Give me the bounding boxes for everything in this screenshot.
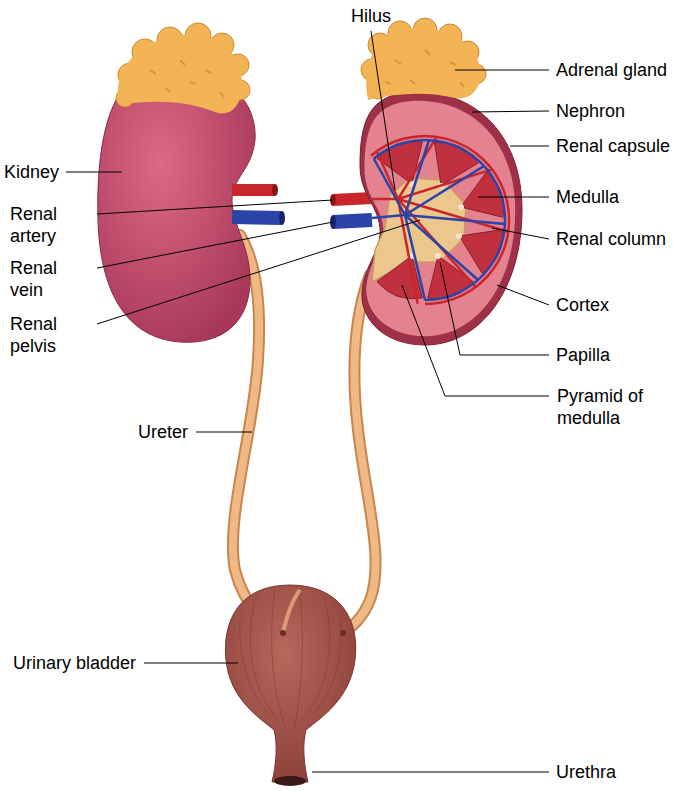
adrenal-texture: [150, 60, 224, 97]
renal-vein: [232, 217, 282, 218]
part-label: Renal capsule: [556, 135, 681, 157]
leader-line: [97, 200, 333, 214]
leader-line: [478, 197, 549, 198]
part-label: Nephron: [556, 100, 681, 122]
ureter-opening: [280, 630, 286, 636]
leader-line: [196, 432, 252, 433]
vessel-end: [279, 211, 285, 225]
leader-line: [402, 285, 549, 396]
adrenal-body: [366, 28, 480, 100]
leader-line: [97, 222, 333, 268]
renal-artery: [333, 198, 372, 200]
part-label: Cortex: [556, 294, 681, 316]
leader-line: [455, 70, 549, 71]
medulla-pyramids: [377, 141, 504, 299]
renal-artery: [232, 184, 275, 196]
part-label: Medulla: [556, 186, 681, 208]
renal-vessel-tree: [371, 136, 509, 304]
part-label: Renal vein: [10, 257, 80, 301]
papilla-tip: [435, 253, 441, 259]
leader-line: [497, 285, 549, 305]
part-label: Hilus: [331, 5, 411, 27]
part-label: Kidney: [4, 161, 74, 183]
part-label: Renal pelvis: [10, 313, 80, 357]
leader-line: [440, 262, 549, 355]
part-label: Urethra: [556, 761, 681, 783]
ureter-opening: [340, 630, 346, 636]
leader-line: [472, 111, 549, 112]
ureter-tube: [283, 590, 300, 633]
renal-vein: [333, 220, 372, 222]
adrenal-body: [118, 35, 242, 114]
artery-branches: [371, 136, 509, 304]
bladder-striation: [240, 590, 341, 730]
part-label: Urinary bladder: [13, 652, 143, 674]
leader-line: [492, 228, 549, 239]
part-label: Ureter: [138, 421, 208, 443]
part-label: Pyramid of medulla: [557, 385, 657, 429]
leader-line: [144, 663, 238, 664]
adrenal-texture: [385, 50, 464, 87]
leader-line: [312, 772, 549, 773]
adrenal-gland: [116, 23, 250, 113]
part-label: Renal column: [556, 228, 681, 250]
part-label: Renal artery: [10, 203, 80, 247]
part-label: Adrenal gland: [556, 59, 681, 81]
ureter-tube: [343, 275, 376, 633]
vessel-end: [272, 184, 278, 196]
leader-line: [510, 146, 549, 147]
vein-branches: [372, 140, 505, 300]
ureter-tube: [343, 275, 376, 633]
leader-line: [66, 172, 122, 173]
renal-capsule: [360, 92, 522, 345]
papilla-tip: [456, 233, 462, 239]
leader-lines: [66, 31, 549, 772]
leader-line: [371, 31, 395, 190]
part-label: Papilla: [556, 344, 681, 366]
urethra-opening: [274, 776, 306, 786]
leader-line: [97, 220, 420, 324]
urinary-bladder: [225, 585, 355, 782]
papilla-tip: [458, 204, 464, 210]
